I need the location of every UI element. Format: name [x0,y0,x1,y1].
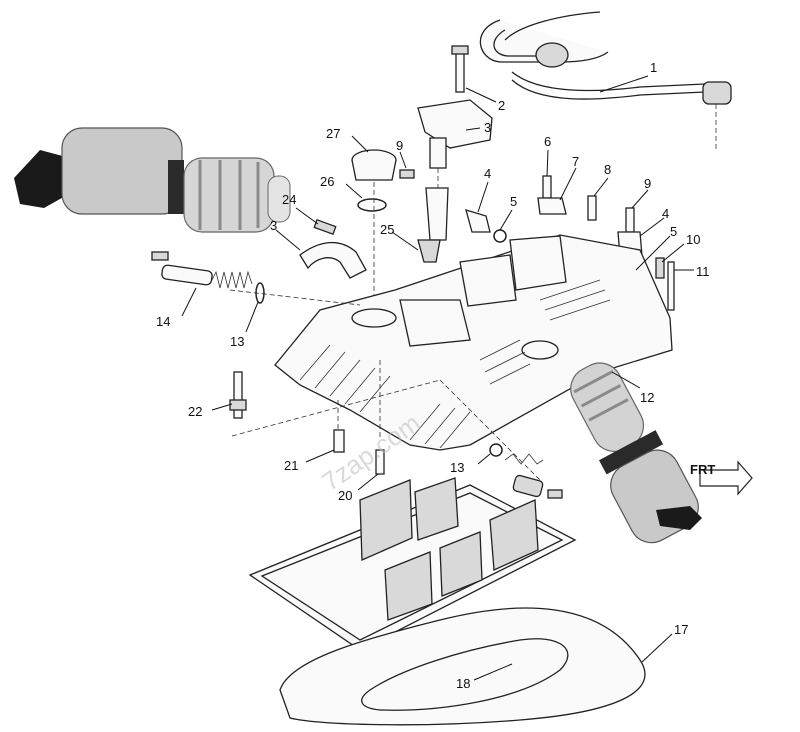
callout-14: 14 [156,314,170,329]
vvt-solenoid-left [14,127,291,233]
baffle-screen-2 [414,477,459,541]
callout-labels: 1 2 3 3 4 4 5 5 6 7 8 9 9 10 11 12 13 13… [156,60,710,691]
fitting-10 [655,257,665,279]
coil-boot [425,187,449,241]
ignition-coil [417,99,493,263]
camshaft-cover [274,234,673,451]
oil-control-spring-assembly [151,251,265,304]
oil-cap-seal [357,198,387,212]
callout-6: 6 [544,134,551,149]
callout-12: 12 [640,390,654,405]
callout-10: 10 [686,232,700,247]
bolt-9 [399,169,415,179]
cover-cam-bump-3 [509,235,567,291]
callout-27: 27 [326,126,340,141]
sensor-7 [537,197,567,215]
callout-9-right: 9 [644,176,651,191]
bolt-9-right [625,207,635,233]
cover-cam-bump-2 [459,254,517,307]
callout-13-left: 13 [230,334,244,349]
callout-3-coil: 3 [484,120,491,135]
spark-plug-tube-seal [417,239,441,263]
hose-coupler [535,42,569,68]
callout-1: 1 [650,60,657,75]
pcv-tube [299,241,367,279]
bolt-8 [587,195,597,221]
breather-hose [479,11,732,150]
bolt-24 [313,218,337,236]
stud-11 [667,261,675,311]
o-ring-5-left [493,229,507,243]
callout-5-right: 5 [670,224,677,239]
solenoid-connector [14,150,76,208]
callout-13-right: 13 [450,460,464,475]
hose-connector [702,81,732,105]
frt-label: FRT [690,462,715,477]
cover-cam-bump-1 [399,299,471,347]
solenoid-body [61,127,183,215]
baffle-screen-4 [384,551,433,621]
callout-8: 8 [604,162,611,177]
snap-ring-13 [255,282,265,304]
callout-4-left: 4 [484,166,491,181]
stud-6 [542,175,552,199]
front-arrow-icon [699,460,753,496]
baffle-screen-1 [359,479,413,561]
callout-24: 24 [282,192,296,207]
callout-17: 17 [674,622,688,637]
plunger-13-right [489,443,563,499]
baffle-screen-3 [489,499,539,571]
solenoid-connector-right [656,506,702,530]
sensor-4-left [465,209,491,233]
callout-26: 26 [320,174,334,189]
callout-7: 7 [572,154,579,169]
callout-11: 11 [696,264,710,279]
callout-22: 22 [188,404,202,419]
baffle-plate [248,477,577,651]
bolt-14 [151,251,169,261]
cover-port [521,340,559,360]
gasket-18 [361,638,569,711]
dowel-21 [333,429,345,453]
leader-lines [181,75,694,681]
callout-20: 20 [338,488,352,503]
baffle-screen-5 [439,531,483,597]
bolt-22 [229,371,247,419]
callout-21: 21 [284,458,298,473]
vvt-solenoid-right [570,362,702,544]
callout-3-tube: 3 [270,218,277,233]
callout-2: 2 [498,98,505,113]
callout-18: 18 [456,676,470,691]
oil-fill-neck [351,308,397,328]
front-direction-marker: FRT [690,460,753,496]
callout-4-right: 4 [662,206,669,221]
callout-9-left: 9 [396,138,403,153]
callout-5-left: 5 [510,194,517,209]
solenoid-spool [183,157,275,233]
stud-20 [375,449,385,475]
coil-bolt [451,45,469,93]
callout-25: 25 [380,222,394,237]
